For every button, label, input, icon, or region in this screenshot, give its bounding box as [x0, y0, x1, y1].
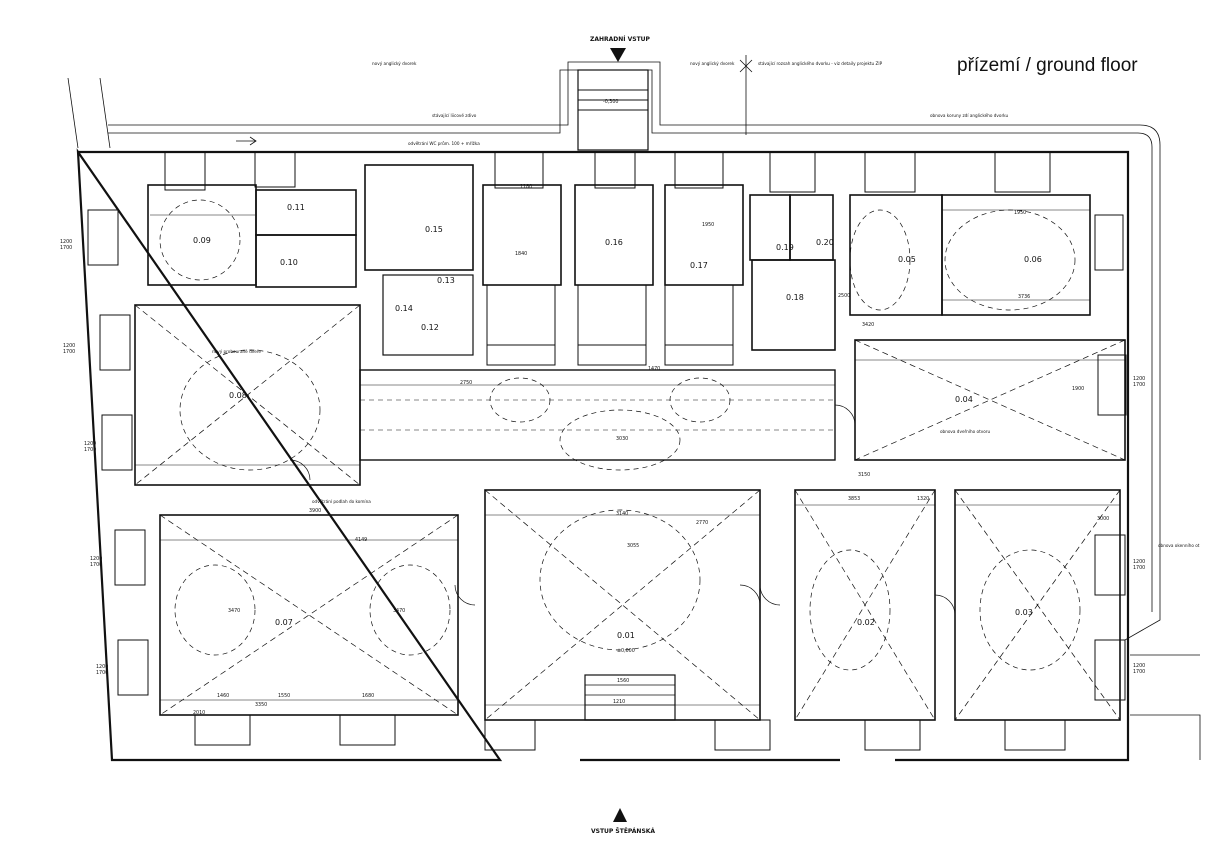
note: odvětrání podlah do komína: [312, 499, 371, 504]
note: nový anglický dvorek: [372, 61, 417, 66]
garden-entrance-label: ZAHRADNÍ VSTUP: [590, 36, 650, 43]
level-label: ±0,000: [617, 648, 635, 654]
room-label: 0.16: [605, 238, 623, 247]
room-label: 0.11: [287, 203, 305, 212]
room-label: 0.19: [776, 243, 794, 252]
room-label: 0.20: [816, 238, 834, 247]
dim-label: 3350: [255, 702, 267, 708]
dim-label: 1210: [613, 699, 625, 705]
dim-label: 1840: [515, 251, 527, 257]
dim-label: 1550: [278, 693, 290, 699]
dim-label: 2500: [838, 293, 850, 299]
dim-label: 1700: [90, 562, 102, 568]
dim-label: 3900: [309, 508, 321, 514]
dim-label: 1200: [60, 239, 72, 245]
dim-label: 4149: [355, 537, 367, 543]
dim-label: 2770: [696, 520, 708, 526]
note: stávající liicové zdivo: [432, 113, 477, 118]
note: obnova dveřního otvoru: [940, 429, 991, 434]
dim-label: 1700: [1133, 565, 1145, 571]
level-label: -0,300: [603, 99, 618, 105]
room-label: 0.04: [955, 395, 973, 404]
dim-label: 1200: [1133, 376, 1145, 382]
room-label: 0.09: [193, 236, 211, 245]
note: odvětrání WC prům. 100 + mřížka: [408, 141, 480, 146]
building-outline: [76, 148, 1130, 762]
room-label: 0.13: [437, 276, 455, 285]
dim-label: 1680: [362, 693, 374, 699]
room-label: 0.14: [395, 304, 413, 313]
dim-label: 1460: [217, 693, 229, 699]
room-label: 0.06: [1024, 255, 1042, 264]
dim-label: 1700: [84, 447, 96, 453]
dim-label: 1200: [90, 556, 102, 562]
dim-label: 3470: [228, 608, 240, 614]
dim-label: 3470: [393, 608, 405, 614]
note: stávající rozsah anglického dvorku - viz…: [758, 61, 883, 66]
dim-label: 1470: [648, 366, 660, 372]
room-label: 0.17: [690, 261, 708, 270]
room-label: 0.03: [1015, 608, 1033, 617]
room-label: 0.12: [421, 323, 439, 332]
dim-label: 1700: [1133, 669, 1145, 675]
dim-label: 1700: [60, 245, 72, 251]
room-label: 0.07: [275, 618, 293, 627]
note: nový anglický dvorek: [690, 61, 735, 66]
room-label: 0.10: [280, 258, 298, 267]
note: obnova okenního ot: [1158, 543, 1200, 548]
dim-label: 3030: [616, 436, 628, 442]
room-label: 0.01: [617, 631, 635, 640]
dim-label: 1200: [1133, 663, 1145, 669]
dim-label: 1900: [1072, 386, 1084, 392]
dim-label: 1700: [63, 349, 75, 355]
dim-label: 1950: [1014, 210, 1026, 216]
dim-label: 3420: [862, 322, 874, 328]
note: obnova koruny zdí anglického dvorku: [930, 113, 1008, 118]
dim-label: 3055: [627, 543, 639, 549]
dim-label: 1560: [617, 678, 629, 684]
dim-label: 2010: [193, 710, 205, 716]
dim-label: 3000: [1097, 516, 1109, 522]
room-label: 0.08: [229, 391, 247, 400]
dim-label: 1950: [702, 222, 714, 228]
dim-label: 1700: [96, 670, 108, 676]
room-label: 0.02: [857, 618, 875, 627]
dim-label: 1700: [1133, 382, 1145, 388]
dim-label: 3140: [616, 511, 628, 517]
dim-label: 1200: [63, 343, 75, 349]
dim-label: 3853: [848, 496, 860, 502]
room-label: 0.15: [425, 225, 443, 234]
dim-label: 1180: [520, 184, 532, 190]
dim-label: 2750: [460, 380, 472, 386]
dim-label: 1200: [1133, 559, 1145, 565]
room-label: 0.18: [786, 293, 804, 302]
dim-label: 3736: [1018, 294, 1030, 300]
dim-label: 1320: [917, 496, 929, 502]
dim-label: 3150: [858, 472, 870, 478]
plan-title: přízemí / ground floor: [957, 55, 1138, 76]
room-label: 0.05: [898, 255, 916, 264]
dim-label: 1200: [96, 664, 108, 670]
street-entrance-label: VSTUP ŠTĚPÁNSKÁ: [591, 828, 656, 835]
note: nový probourané dveře: [212, 349, 261, 354]
dim-label: 1200: [84, 441, 96, 447]
